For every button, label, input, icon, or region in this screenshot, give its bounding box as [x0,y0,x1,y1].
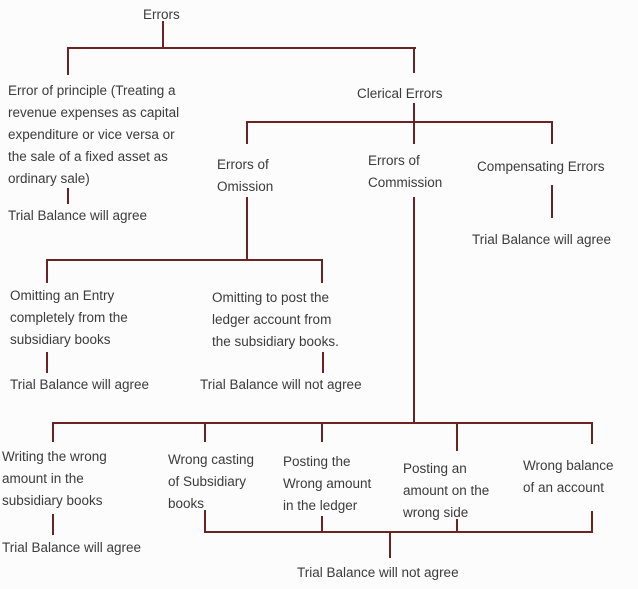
node-errors-of-omission: Errors of Omission [217,157,274,194]
connector-bracket2-right-drop [551,121,553,144]
connector-bracket5-down-drop [389,531,391,558]
connector-bracket2 [246,121,553,123]
connector-bracket4-drop3 [321,422,323,442]
connector-bracket4-drop5 [591,422,593,444]
connector-omit-post-result-stub [322,352,324,373]
connector-bracket5-up2 [321,516,323,533]
connector-writing-result-stub [52,514,54,535]
node-omitting-entry: Omitting an Entry completely from the su… [10,288,128,347]
connector-commission-feed [413,197,415,424]
connector-bracket1-right-drop [413,47,415,73]
connector-omission-feed [246,197,248,261]
result-omitting-entry: Trial Balance will agree [10,377,150,392]
connector-bracket3 [46,259,323,261]
node-compensating-errors: Compensating Errors [477,159,605,174]
connector-omit-entry-result-stub [46,352,48,373]
node-error-of-principle: Error of principle (Treating a revenue e… [8,83,180,186]
node-posting-wrong-amount: Posting the Wrong amount in the ledger [283,454,372,513]
connector-compensating-stub [551,185,553,218]
node-wrong-casting: Wrong casting of Subsidiary books [168,452,255,511]
node-errors-of-commission: Errors of Commission [368,153,443,190]
node-omitting-to-post: Omitting to post the ledger account from… [212,290,339,349]
connector-principle-result-stub [67,188,69,204]
node-writing-wrong-amount: Writing the wrong amount in the subsidia… [2,449,107,508]
node-wrong-balance: Wrong balance of an account [523,458,614,495]
result-principle: Trial Balance will agree [8,208,148,223]
connector-bracket5-up3 [456,519,458,533]
connector-root-feed [162,21,164,49]
connector-bracket4-drop1 [52,422,54,442]
connector-bracket5 [204,531,593,533]
result-writing-wrong-amount: Trial Balance will agree [2,540,142,555]
connector-bracket2-left-drop [246,121,248,144]
connector-bracket1-left-drop [67,47,69,75]
connector-bracket5-up4 [591,511,593,533]
result-commission-group: Trial Balance will not agree [297,565,459,580]
connector-bracket4-drop2 [204,422,206,442]
connector-clerical-feed [413,103,415,144]
connector-bracket3-right-drop [321,259,323,283]
connector-bracket5-up1 [204,510,206,533]
result-omitting-post: Trial Balance will not agree [200,377,362,392]
connector-bracket4-drop4 [456,422,458,451]
node-errors: Errors [143,7,180,22]
node-clerical-errors: Clerical Errors [357,86,443,101]
connector-bracket3-left-drop [46,259,48,283]
node-posting-wrong-side: Posting an amount on the wrong side [403,461,490,520]
connector-bracket1 [67,47,416,49]
result-compensating: Trial Balance will agree [472,232,612,247]
